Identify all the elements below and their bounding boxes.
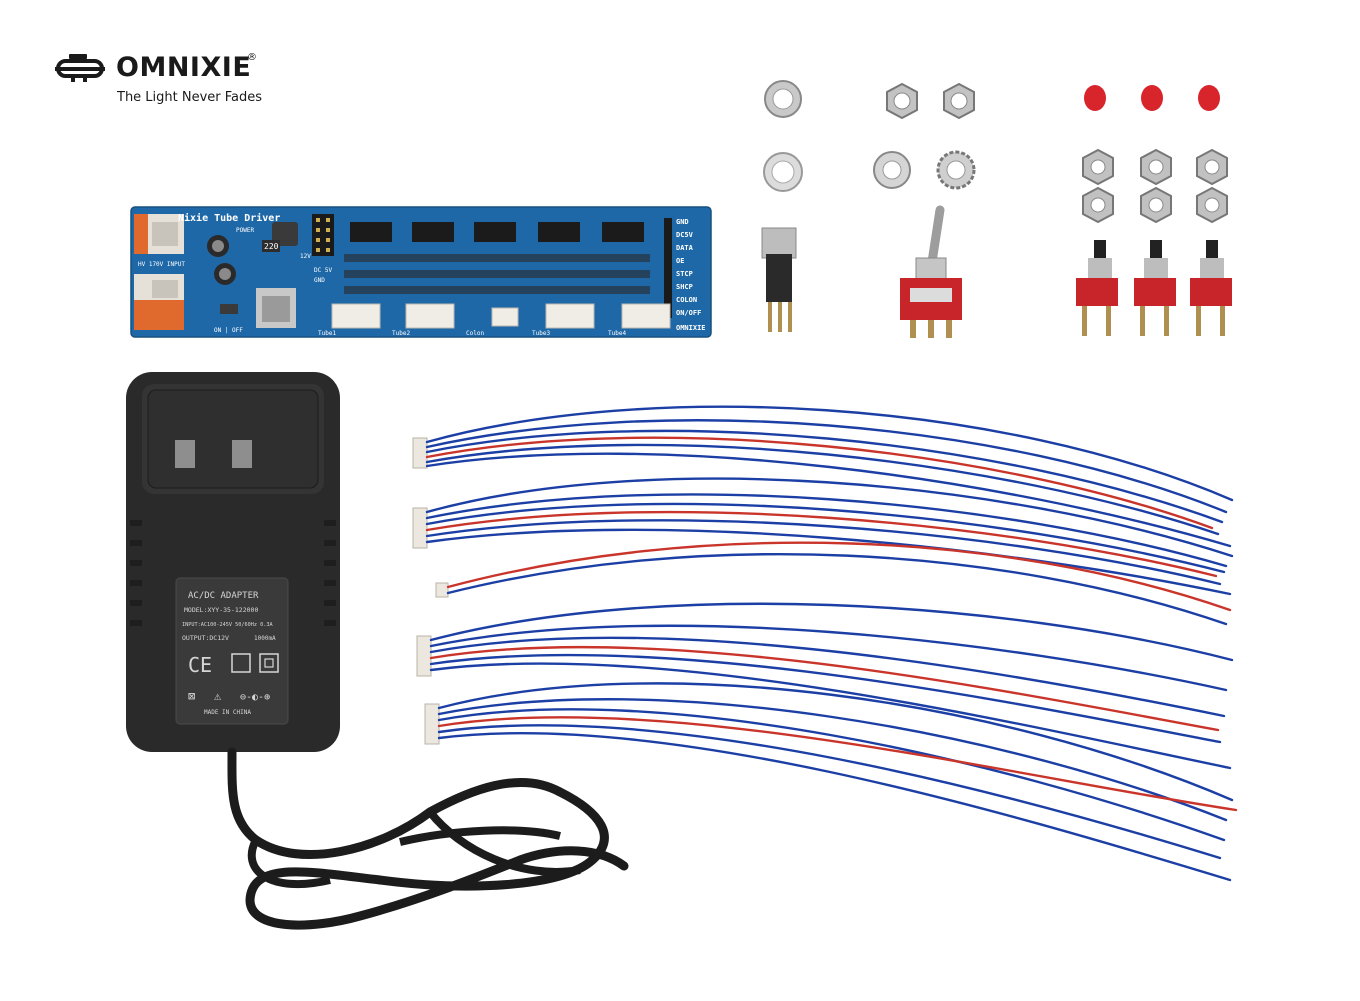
connector-label: Tube1 (318, 330, 336, 337)
wire-connector (435, 582, 449, 598)
warning-icon: ⚠ (214, 689, 222, 703)
resistor-marking: 220 (264, 242, 279, 251)
adapter-cable (227, 747, 629, 930)
side-gnd-label: GND (314, 277, 325, 284)
hv-terminal-block (134, 214, 184, 330)
resistor (262, 240, 280, 252)
board-footer-brand: OMNIXIE (676, 324, 706, 332)
wire-connector (412, 507, 428, 549)
toggle-switch (900, 205, 962, 338)
adapter-output-current: 1000mA (254, 635, 276, 642)
svg-text:DC5V: DC5V (676, 231, 694, 239)
tube-connectors (331, 303, 671, 329)
nixie-driver-board: HV 170V INPUT POWER 220 ON | OFF DC 5V G… (130, 206, 712, 338)
connector-label: Tube3 (532, 330, 550, 337)
wire-connector (424, 703, 440, 745)
transistor-array (344, 254, 650, 294)
side-12v-label: 12V (300, 253, 311, 260)
side-voltage-label: DC 5V (314, 267, 332, 274)
indoor-use-icon (231, 653, 251, 673)
svg-text:ON/OFF: ON/OFF (676, 309, 701, 317)
svg-text:OE: OE (676, 257, 684, 265)
ce-mark: CE (188, 653, 212, 677)
omnixie-logo-icon (55, 54, 105, 82)
brand-registered-mark: ® (247, 52, 257, 63)
wire-connector (416, 635, 432, 677)
push-button-switches (1076, 240, 1232, 336)
plug-prong (175, 440, 195, 468)
push-button-nuts (1082, 148, 1228, 224)
adapter-label-title: AC/DC ADAPTER (188, 591, 259, 601)
wire-harnesses (412, 405, 1238, 882)
adapter-model: MODEL:XYY-35-122000 (184, 606, 258, 614)
brand-name: OMNIXIE (116, 52, 252, 83)
on-off-label: ON | OFF (214, 327, 243, 334)
hv-input-label: HV 170V INPUT (138, 261, 185, 268)
adapter-input: INPUT:AC100-245V 50/60Hz 0.3A (182, 622, 273, 628)
pin-labels: GND DC5V DATA OE STCP SHCP COLON ON/OFF (676, 218, 701, 317)
connector-label: Tube4 (608, 330, 626, 337)
plug-prong (232, 440, 252, 468)
board-title: Nixie Tube Driver (178, 212, 280, 224)
polarity-icon: ⊖-◐-⊕ (240, 692, 270, 703)
adapter-output-prefix: OUTPUT:DC12V (182, 634, 229, 642)
adapter-made-in: MADE IN CHINA (204, 709, 251, 716)
driver-ic-row (350, 222, 644, 242)
pin-header (312, 214, 334, 256)
svg-text:COLON: COLON (676, 296, 697, 304)
svg-text:DATA: DATA (676, 244, 694, 252)
power-label: POWER (236, 227, 254, 234)
brand-tagline: The Light Never Fades (117, 90, 263, 105)
weee-bin-icon: ⊠ (188, 689, 195, 703)
connector-label: Colon (466, 330, 484, 337)
hardware-nuts-washers (763, 80, 976, 192)
push-button-caps (1084, 85, 1220, 111)
connector-label: Tube2 (392, 330, 410, 337)
double-insulated-icon (259, 653, 279, 673)
board-power-switch (220, 304, 238, 314)
brand-logo (55, 52, 255, 112)
power-adapter: AC/DC ADAPTER MODEL:XYY-35-122000 INPUT:… (126, 372, 629, 930)
wire-connector (412, 437, 428, 469)
svg-text:STCP: STCP (676, 270, 693, 278)
svg-text:SHCP: SHCP (676, 283, 693, 291)
svg-text:GND: GND (676, 218, 689, 226)
panel-jack (761, 227, 797, 332)
